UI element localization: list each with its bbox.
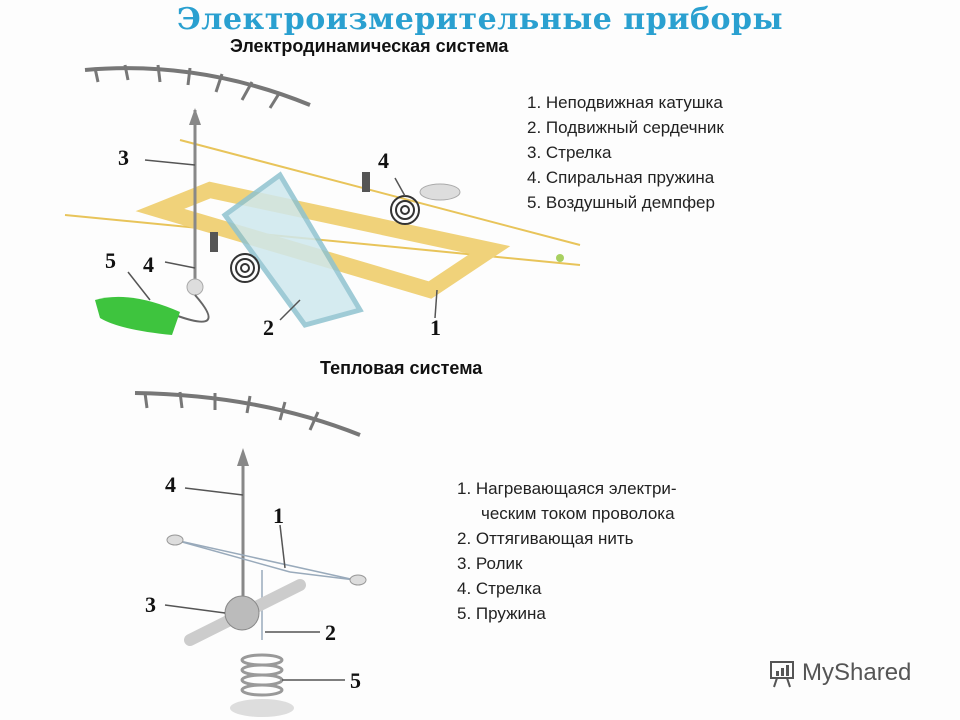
legend-item: 3. Стрелка (527, 143, 612, 162)
legend-item: 1. Нагревающаяся электри- (457, 479, 677, 498)
electrodynamic-diagram (64, 64, 581, 335)
label-1: 1 (273, 503, 284, 528)
label-4: 4 (165, 472, 176, 497)
legend-item: 2. Подвижный сердечник (527, 118, 724, 137)
label-5: 5 (350, 668, 361, 693)
legend-item: 3. Ролик (457, 554, 523, 573)
label-3: 3 (145, 592, 156, 617)
legend-item: 4. Спиральная пружина (527, 168, 715, 187)
legend-item: 4. Стрелка (457, 579, 542, 598)
section-heading-thermal: Тепловая система (320, 358, 483, 378)
scale-ticks (93, 64, 282, 109)
label-1: 1 (430, 315, 441, 340)
legend-item: ческим током проволока (481, 504, 675, 523)
label-4b: 4 (143, 252, 154, 277)
label-5: 5 (105, 248, 116, 273)
thermal-diagram (134, 391, 367, 717)
legend-item: 5. Воздушный демпфер (527, 193, 715, 212)
legend-electrodynamic: 1. Неподвижная катушка 2. Подвижный серд… (527, 90, 724, 215)
watermark-text: MyShared (802, 659, 912, 686)
label-4a: 4 (378, 148, 389, 173)
label-3: 3 (118, 145, 129, 170)
label-2: 2 (263, 315, 274, 340)
slide-title: Электроизмерительные приборы (176, 2, 784, 37)
label-2: 2 (325, 620, 336, 645)
section-heading-electrodynamic: Электродинамическая система (230, 36, 509, 56)
presentation-icon (770, 661, 794, 688)
watermark-logo: MyShared (768, 658, 911, 688)
legend-item: 5. Пружина (457, 604, 546, 623)
legend-thermal: 1. Нагревающаяся электри- ческим током п… (457, 476, 677, 626)
legend-item: 2. Оттягивающая нить (457, 529, 634, 548)
legend-item: 1. Неподвижная катушка (527, 93, 723, 112)
